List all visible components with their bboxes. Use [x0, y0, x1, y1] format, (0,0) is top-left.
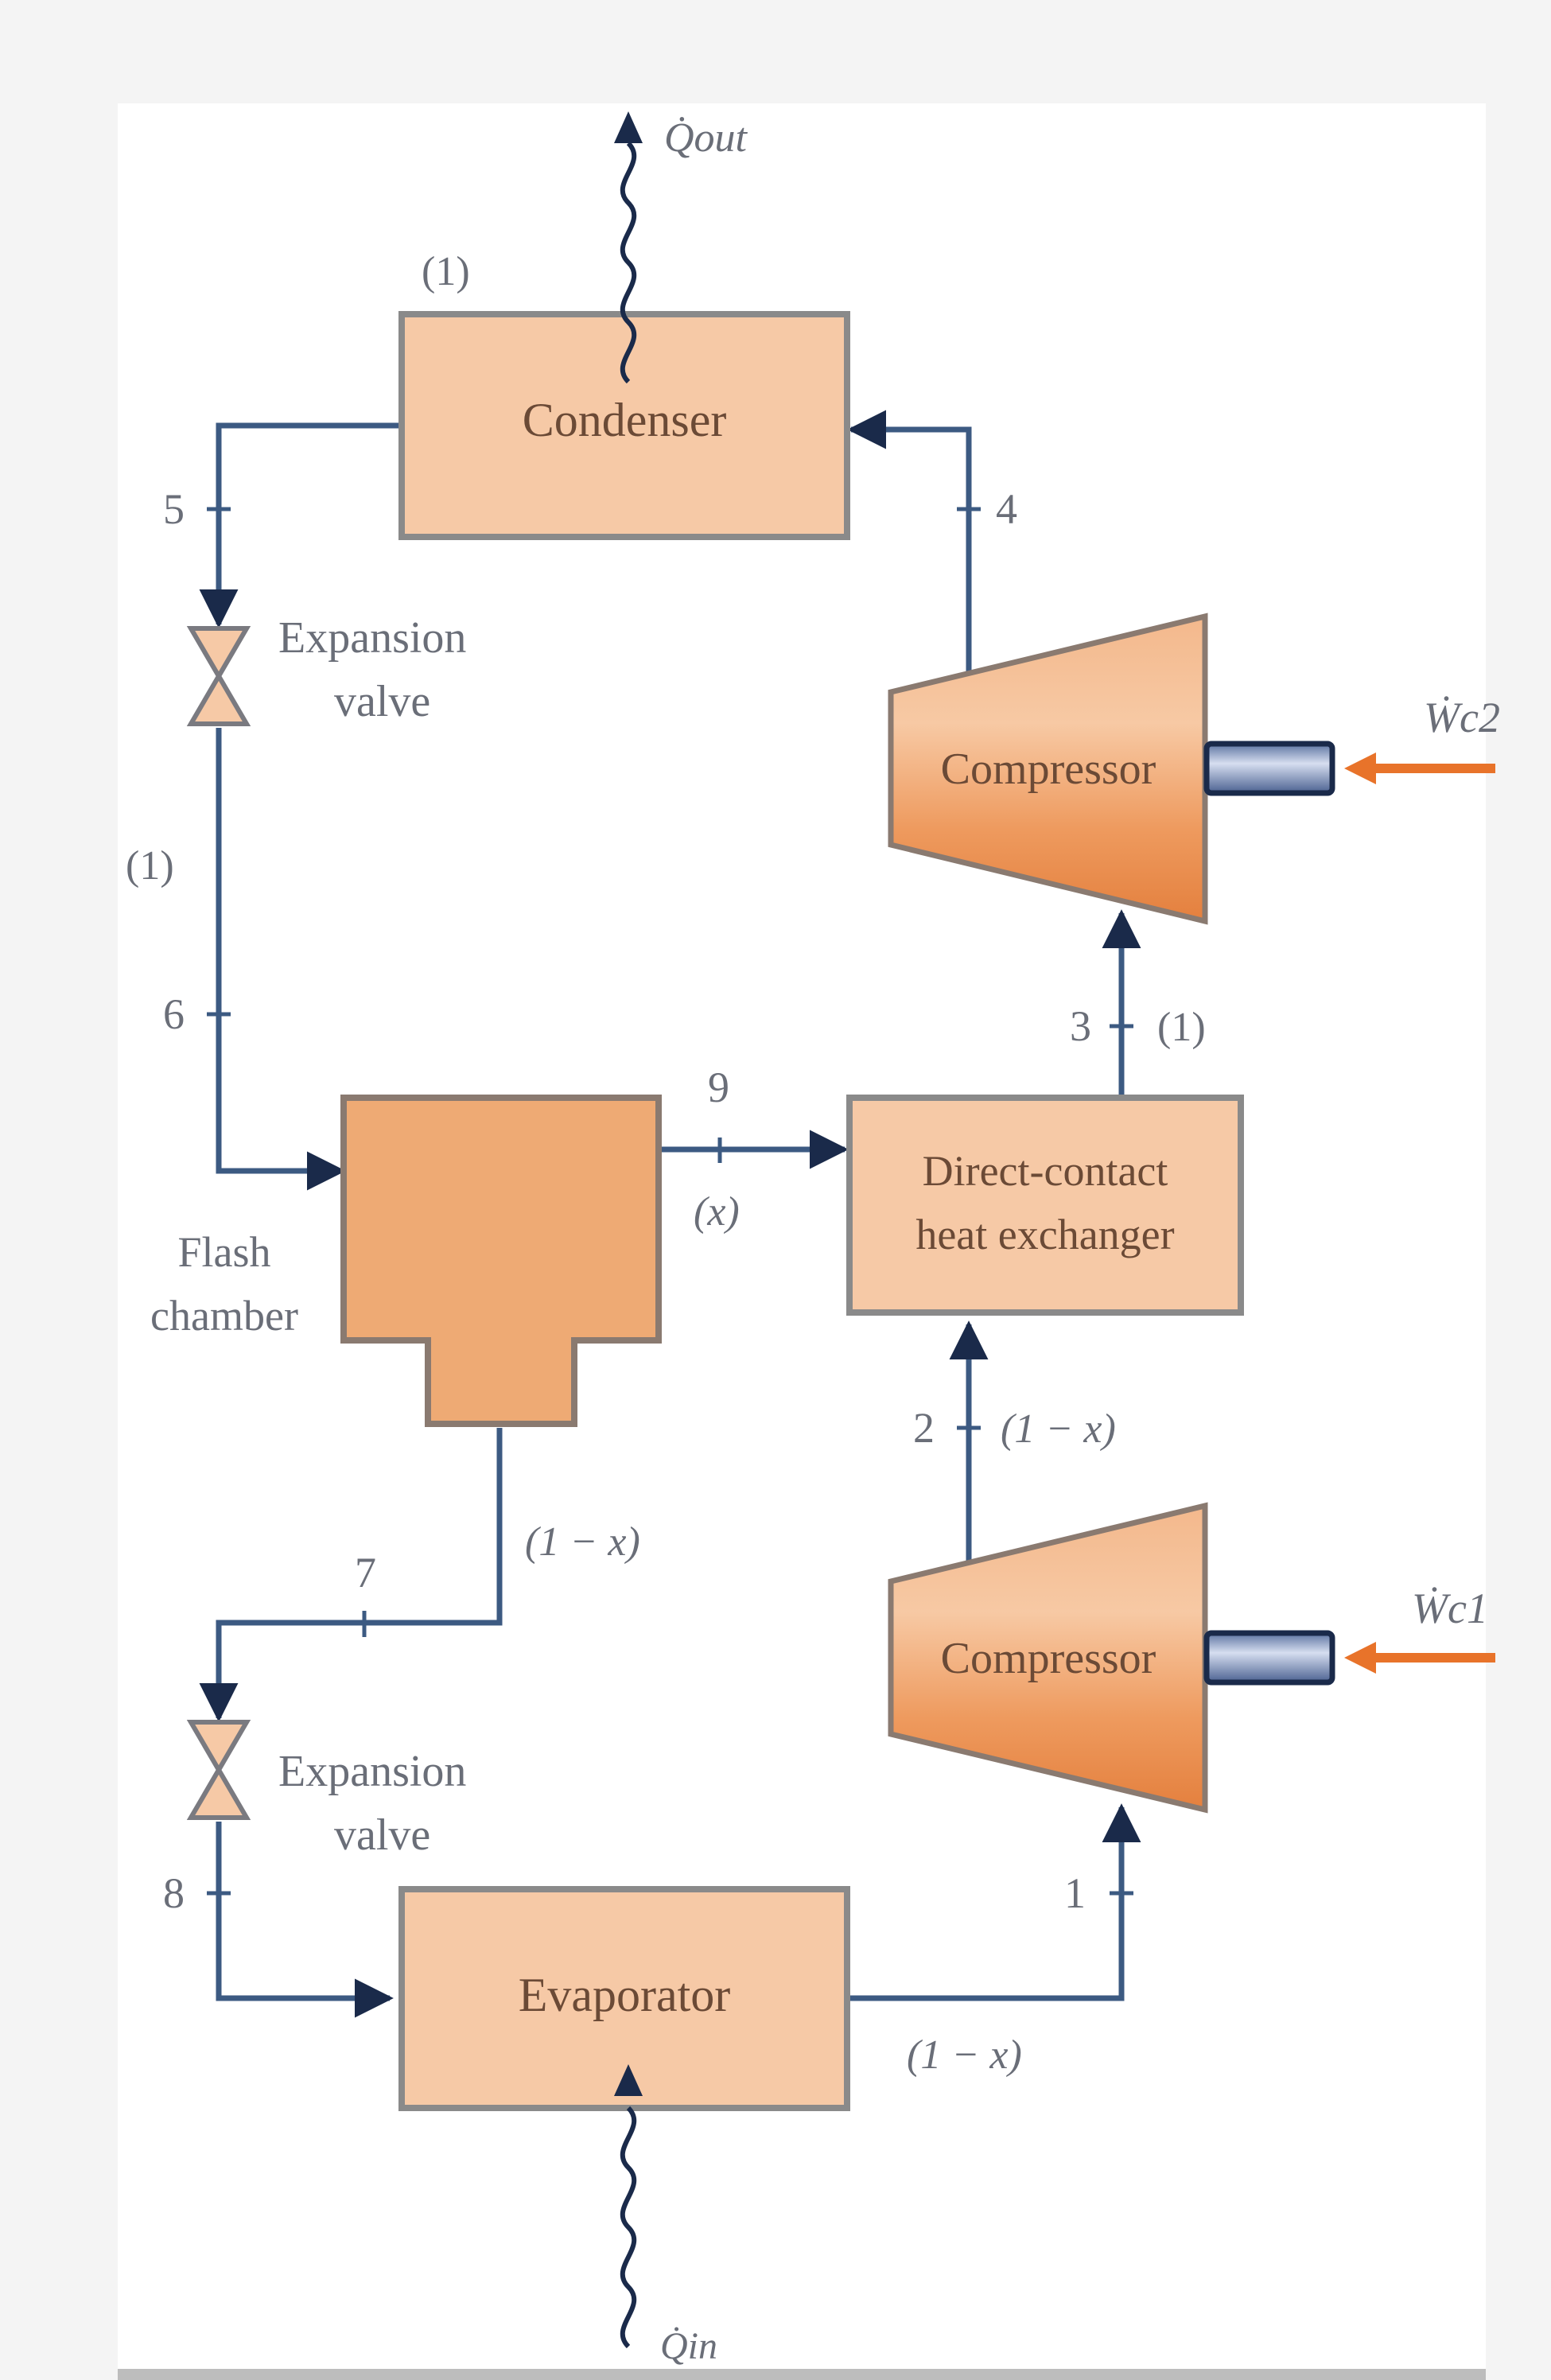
state-9-label: 9: [708, 1064, 729, 1111]
fraction-flash-bottom: (1 − x): [525, 1519, 640, 1565]
fraction-state-2: (1 − x): [1001, 1406, 1116, 1452]
heat-out-label: Q̇out: [664, 115, 748, 161]
compressor-low: Compressor: [888, 1502, 1208, 1814]
state-3-label: 3: [1070, 1002, 1091, 1050]
fraction-state-9: (x): [694, 1189, 740, 1235]
work-arrow-low-icon: [1344, 1642, 1495, 1674]
state-8-label: 8: [163, 1869, 185, 1917]
state-5-label: 5: [163, 485, 185, 533]
fraction-left-loop: (1): [126, 843, 174, 889]
flash-label-line2: chamber: [150, 1292, 298, 1340]
state-7-label: 7: [355, 1549, 376, 1596]
bottom-divider: [118, 2369, 1486, 2380]
state-1-label: 1: [1064, 1869, 1086, 1917]
state-labels: 5 6 9 7 8 1 2 3 4: [163, 485, 1091, 1917]
heat-out-wavy-arrow-icon: [614, 111, 643, 384]
expansion-valve-bottom-icon: [186, 1720, 251, 1820]
flash-chamber: [340, 1095, 662, 1427]
valve-top-label-line1: Expansion: [278, 613, 466, 663]
heat-in-label: Q̇in: [660, 2325, 717, 2367]
valve-top-label-line2: valve: [334, 677, 430, 726]
pipe-evaporator-to-compressor-low: [847, 1803, 1141, 2001]
fraction-evaporator-out: (1 − x): [907, 2032, 1022, 2078]
compressor-low-label: Compressor: [941, 1634, 1156, 1683]
pipe-flash-to-valve-bottom: [199, 1428, 503, 1722]
valve-bottom-label-line2: valve: [334, 1810, 430, 1860]
expansion-valve-top-icon: [186, 626, 251, 726]
compressor-high: Compressor: [888, 612, 1208, 925]
condenser: Condenser: [398, 311, 850, 540]
pipes: [199, 410, 1141, 2018]
work-c1-label: Ẇc1: [1412, 1585, 1488, 1632]
direct-contact-heat-exchanger: Direct-contact heat exchanger: [846, 1095, 1244, 1316]
compressor-high-label: Compressor: [941, 745, 1156, 794]
state-4-label: 4: [996, 485, 1017, 533]
valve-bottom-label-line1: Expansion: [278, 1747, 466, 1796]
fraction-state-3: (1): [1157, 1005, 1206, 1050]
heat-in-wavy-arrow-icon: [614, 2064, 643, 2349]
state-6-label: 6: [163, 990, 185, 1038]
hx-label-line1: Direct-contact: [923, 1147, 1168, 1195]
condenser-label: Condenser: [523, 394, 727, 446]
flow-fraction-labels: (1) (1) (1) (x) (1 − x) (1 − x) (1 − x): [126, 249, 1206, 2078]
work-arrow-high-icon: [1344, 752, 1495, 784]
flash-label-line1: Flash: [177, 1228, 270, 1276]
state-ticks: [207, 507, 1133, 1896]
evaporator-label: Evaporator: [519, 1969, 731, 2021]
hx-label-line2: heat exchanger: [915, 1211, 1174, 1258]
work-c2-label: Ẇc2: [1424, 694, 1500, 741]
pipe-valve-to-flash: [216, 728, 346, 1191]
fraction-condenser-top: (1): [422, 249, 470, 294]
shaft-low: [1203, 1630, 1335, 1686]
pipe-valve-to-evaporator: [216, 1822, 394, 2018]
shaft-high: [1203, 741, 1335, 796]
pipe-compressor-high-to-condenser: [847, 410, 972, 676]
evaporator: Evaporator: [398, 1886, 850, 2111]
pipe-condenser-to-valve-top: [199, 422, 402, 628]
state-2-label: 2: [913, 1404, 935, 1452]
